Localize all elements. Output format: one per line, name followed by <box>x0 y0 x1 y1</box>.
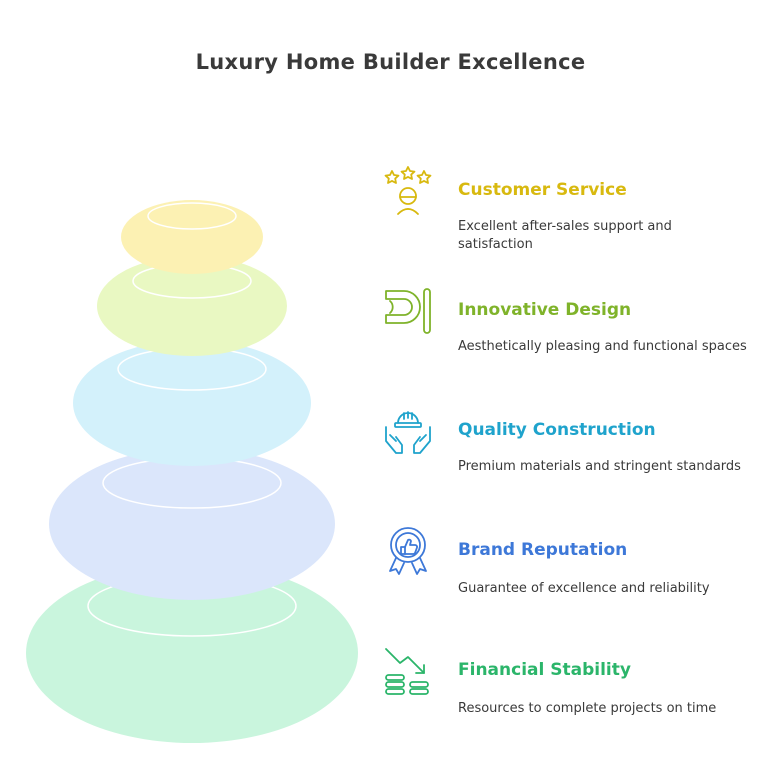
declining-chart-coins-icon <box>385 648 429 695</box>
financial-stability-heading: Financial Stability <box>458 660 631 680</box>
hardhat-hands-icon <box>385 411 431 454</box>
quality-construction-description: Premium materials and stringent standard… <box>458 459 741 474</box>
stone-brand-reputation <box>49 448 335 600</box>
thumbs-up-badge-icon <box>389 527 427 575</box>
design-curve-icon <box>385 288 431 334</box>
innovative-design-heading: Innovative Design <box>458 300 632 320</box>
customer-service-description: Excellent after-sales support and satisf… <box>458 219 672 252</box>
stars-person-icon <box>384 166 432 215</box>
brand-reputation-heading: Brand Reputation <box>458 540 628 560</box>
financial-stability-description: Resources to complete projects on time <box>458 701 717 716</box>
innovative-design-description: Aesthetically pleasing and functional sp… <box>458 339 747 354</box>
brand-reputation-description: Guarantee of excellence and reliability <box>458 581 710 596</box>
stone-customer-service <box>121 200 263 274</box>
stone-quality-construction <box>73 340 311 466</box>
page-title: Luxury Home Builder Excellence <box>195 50 586 74</box>
quality-construction-heading: Quality Construction <box>458 420 656 440</box>
customer-service-heading: Customer Service <box>458 180 627 200</box>
